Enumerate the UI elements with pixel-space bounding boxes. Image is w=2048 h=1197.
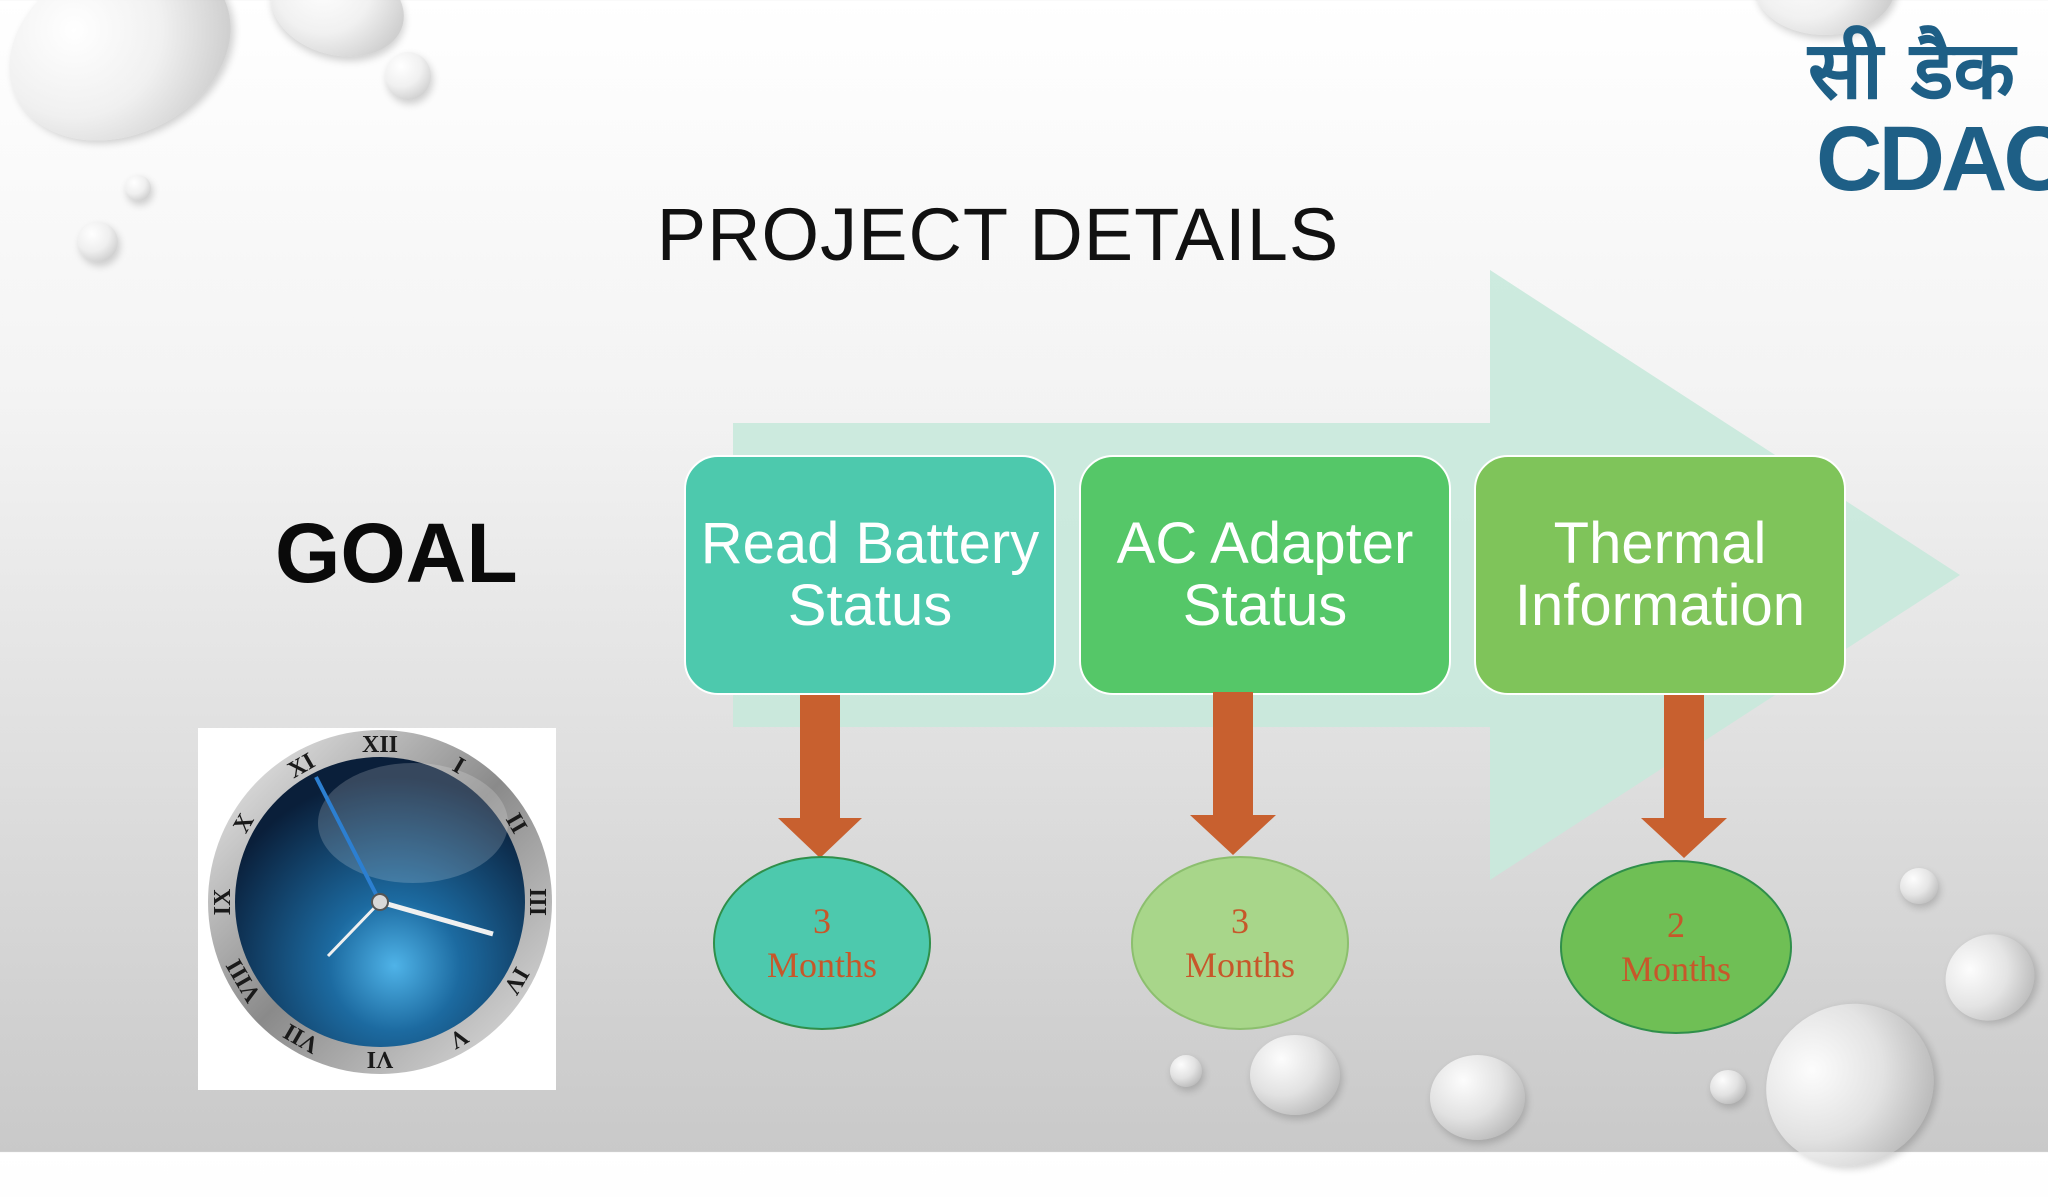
down-arrow [778, 695, 862, 858]
water-drop [78, 222, 118, 262]
water-drop [1170, 1055, 1202, 1087]
duration-value: 3 [813, 901, 831, 941]
cdac-logo: सी डैक CDAC [1768, 0, 2048, 210]
down-arrow [1641, 695, 1727, 858]
clock-numeral: VI [367, 1046, 394, 1072]
water-drop [1710, 1070, 1746, 1104]
goal-label: GOAL [275, 506, 518, 600]
duration-value: 2 [1667, 905, 1685, 945]
svg-text:सी डैक: सी डैक [1806, 24, 2017, 117]
duration-ellipse: 2 Months [1560, 860, 1792, 1034]
water-drop [1900, 868, 1938, 904]
duration-ellipse: 3 Months [713, 856, 931, 1030]
water-drop [385, 52, 431, 100]
duration-unit: Months [1620, 949, 1732, 989]
clock-numeral: XII [362, 732, 398, 758]
clock-numeral: IX [210, 888, 236, 915]
duration-unit: Months [1184, 945, 1296, 985]
step-box-read-battery-status: Read Battery Status [684, 455, 1056, 695]
svg-text:CDAC: CDAC [1816, 108, 2048, 200]
step-box-ac-adapter-status: AC Adapter Status [1079, 455, 1451, 695]
duration-ellipse: 3 Months [1131, 856, 1349, 1030]
down-arrows [778, 692, 1727, 858]
water-drop [1250, 1035, 1340, 1115]
clock-numeral: III [524, 888, 550, 916]
down-arrow [1190, 692, 1276, 855]
duration-value: 3 [1231, 901, 1249, 941]
water-drop [1430, 1055, 1525, 1140]
duration-unit: Months [766, 945, 878, 985]
step-box-thermal-information: Thermal Information [1474, 455, 1846, 695]
water-drop [125, 175, 151, 201]
slide-title: PROJECT DETAILS [656, 193, 1340, 276]
